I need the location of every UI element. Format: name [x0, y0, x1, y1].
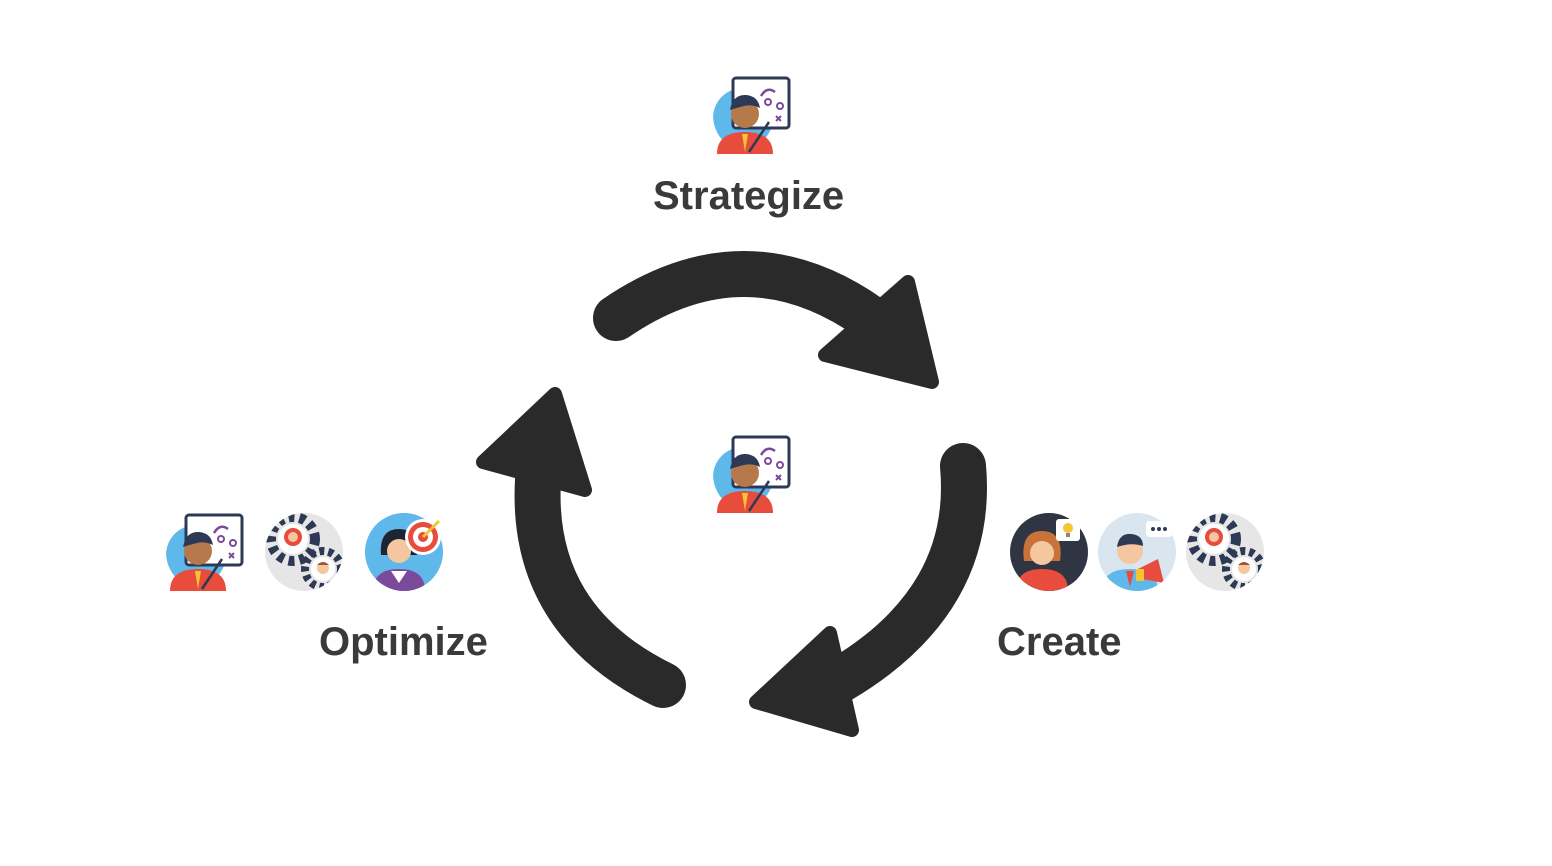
stage-label-optimize: Optimize — [319, 620, 488, 664]
strategist-icon — [713, 435, 791, 513]
idea-woman-icon — [1010, 513, 1088, 591]
megaphone-man-icon — [1098, 513, 1176, 591]
stage-label-create: Create — [997, 620, 1122, 664]
strategist-icon — [713, 76, 791, 154]
cycle-arrow-top-path — [593, 251, 893, 341]
cycle-arrow-left-path — [514, 457, 686, 708]
gears-team-icon — [1186, 513, 1264, 591]
cycle-arrow-right-path — [817, 443, 987, 703]
strategist-icon — [166, 513, 244, 591]
cycle-arrowhead-left — [476, 387, 592, 497]
stage-label-strategize: Strategize — [653, 174, 845, 218]
cycle-arrowhead-right — [749, 626, 859, 737]
gears-team-icon — [265, 513, 343, 591]
cycle-arrowhead-top — [818, 275, 939, 389]
target-woman-icon — [365, 513, 443, 591]
